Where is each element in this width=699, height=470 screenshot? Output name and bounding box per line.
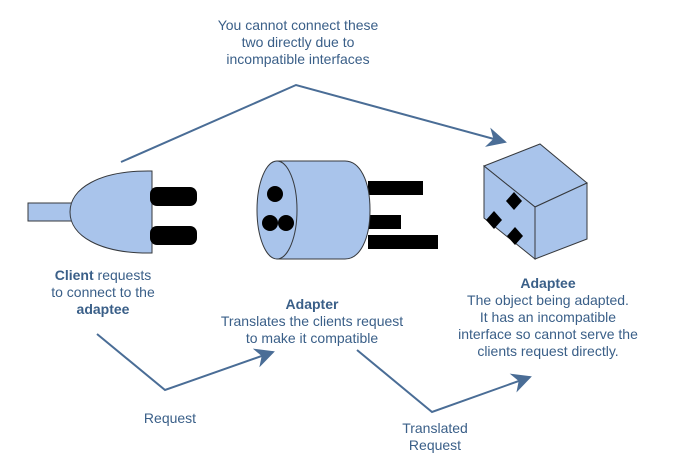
translated-request-arrow (356, 349, 532, 414)
top-note: You cannot connect these two directly du… (150, 17, 446, 68)
adapter-line2: to make it compatible (245, 330, 379, 346)
client-label: Client requests to connect to the adapte… (23, 267, 183, 318)
adapter-title: Adapter (285, 296, 339, 312)
adapter-icon (256, 160, 438, 260)
adaptee-label: Adaptee The object being adapted. It has… (448, 275, 648, 360)
translated-line1: Translated (402, 420, 468, 436)
adaptee-line2: It has an incompatible (479, 309, 617, 325)
incompatible-arrow (120, 83, 507, 163)
adaptee-line3: interface so cannot serve the (458, 326, 638, 342)
plug-icon (27, 170, 197, 254)
client-title: Client (54, 267, 94, 283)
adaptee-line1: The object being adapted. (467, 292, 629, 308)
translated-request-edge-label: Translated Request (385, 420, 485, 454)
top-note-line2: two directly due to (241, 34, 355, 50)
top-note-line1: You cannot connect these (217, 17, 379, 33)
adaptee-cube-icon (483, 143, 588, 261)
top-note-line3: incompatible interfaces (226, 51, 370, 67)
adapter-label: Adapter Translates the clients request t… (198, 296, 426, 347)
client-text1: requests (93, 267, 152, 283)
client-adaptee-word: adaptee (76, 301, 130, 317)
request-edge-label: Request (143, 410, 197, 426)
adapter-line1: Translates the clients request (220, 313, 404, 329)
client-text2: to connect to the (51, 284, 155, 300)
translated-line2: Request (408, 437, 462, 453)
request-arrow (96, 333, 275, 392)
adaptee-title: Adaptee (520, 275, 576, 291)
adaptee-line4: clients request directly. (477, 343, 619, 359)
